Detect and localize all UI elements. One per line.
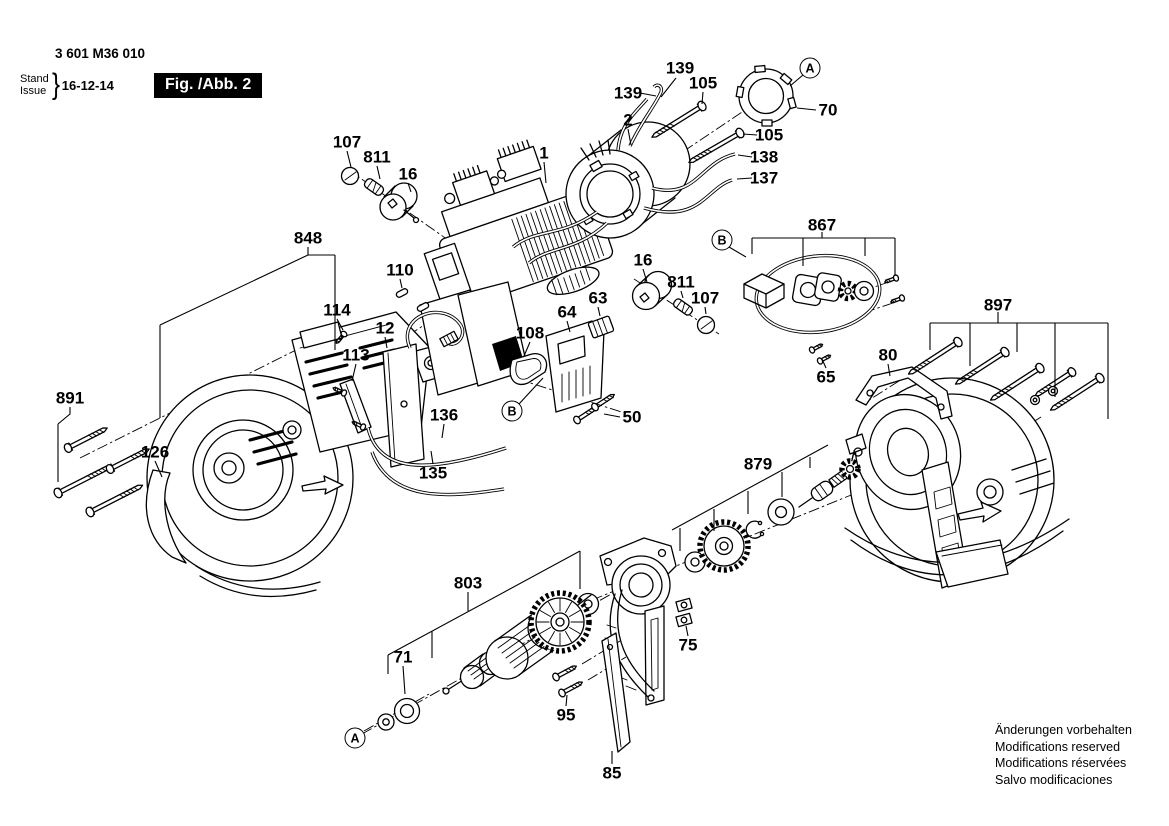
notice-line-de: Änderungen vorbehalten	[995, 723, 1132, 737]
callout-50: 50	[622, 407, 642, 427]
blower-housing-right	[844, 366, 1070, 589]
view-marker-a-top: A	[799, 57, 821, 79]
callout-139-b: 139	[613, 83, 643, 103]
notice-line-en: Modifications reserved	[995, 739, 1121, 754]
gear-bracket	[599, 537, 677, 706]
nuts-75	[675, 597, 693, 628]
callout-139-a: 139	[665, 58, 695, 78]
brace-glyph: }	[51, 68, 60, 101]
callout-64: 64	[557, 302, 577, 322]
callout-110: 110	[386, 260, 414, 280]
armature-803	[442, 590, 592, 695]
callout-95: 95	[556, 705, 576, 725]
leader-lines	[154, 74, 891, 764]
view-marker-a-bottom: A	[344, 727, 366, 749]
callout-107-a: 107	[332, 132, 362, 152]
callout-897: 897	[983, 295, 1013, 315]
view-marker-b-left: B	[501, 400, 523, 422]
callout-135: 135	[418, 463, 448, 483]
figure-label: Fig. /Abb. 2	[154, 73, 263, 98]
stand-label: Stand	[20, 73, 49, 85]
cover-segment-126	[145, 469, 187, 564]
callout-1: 1	[539, 143, 549, 163]
module-12	[366, 310, 508, 497]
callout-107-b: 107	[690, 288, 720, 308]
bearing-flange-70	[735, 64, 797, 127]
group-brackets	[57, 232, 1109, 674]
strip-113	[331, 378, 372, 434]
callout-126: 126	[140, 442, 170, 462]
callout-138: 138	[749, 147, 779, 167]
document-number: 3 601 M36 010	[55, 46, 146, 61]
callout-114: 114	[323, 300, 351, 320]
callout-105-a: 105	[688, 73, 718, 93]
callout-71: 71	[393, 647, 413, 667]
stator-2	[511, 83, 737, 265]
callout-108: 108	[515, 323, 545, 343]
callout-811-a: 811	[363, 147, 391, 167]
modification-notice: Änderungen vorbehalten Modifications res…	[995, 722, 1132, 788]
issue-date-block: Stand Issue } 16-12-14	[20, 68, 114, 102]
pins-110	[395, 288, 430, 312]
callout-2: 2	[623, 110, 633, 130]
callout-848: 848	[293, 228, 323, 248]
notice-line-fr: Modifications réservées	[995, 756, 1127, 770]
issue-date: 16-12-14	[61, 77, 114, 93]
callout-65: 65	[816, 367, 836, 387]
callout-75: 75	[678, 635, 698, 655]
screws-95	[550, 662, 585, 699]
view-marker-b-right: B	[711, 229, 733, 251]
switch-group	[509, 315, 618, 426]
callout-891: 891	[55, 388, 85, 408]
blade-85	[601, 632, 631, 753]
bearing-71	[377, 697, 421, 731]
callout-85: 85	[602, 763, 622, 783]
callout-867: 867	[807, 215, 837, 235]
callout-105-b: 105	[754, 125, 784, 145]
callout-803: 803	[453, 573, 483, 593]
screws-891	[51, 423, 152, 519]
issue-label: Issue	[20, 85, 47, 97]
callout-811-b: 811	[667, 272, 695, 292]
callout-136: 136	[429, 405, 459, 425]
callout-16-b: 16	[633, 250, 653, 270]
callout-70: 70	[818, 100, 838, 120]
callout-113: 113	[342, 345, 370, 365]
gear-set-879	[576, 458, 861, 616]
callout-879: 879	[743, 454, 773, 474]
notice-line-es: Salvo modificaciones	[995, 772, 1113, 787]
callout-80: 80	[878, 345, 898, 365]
assembly-867	[743, 253, 906, 366]
callout-16-a: 16	[398, 164, 418, 184]
callout-63: 63	[588, 288, 608, 308]
brush-set-right	[631, 270, 716, 335]
callout-12: 12	[375, 318, 395, 338]
callout-137: 137	[749, 168, 779, 188]
